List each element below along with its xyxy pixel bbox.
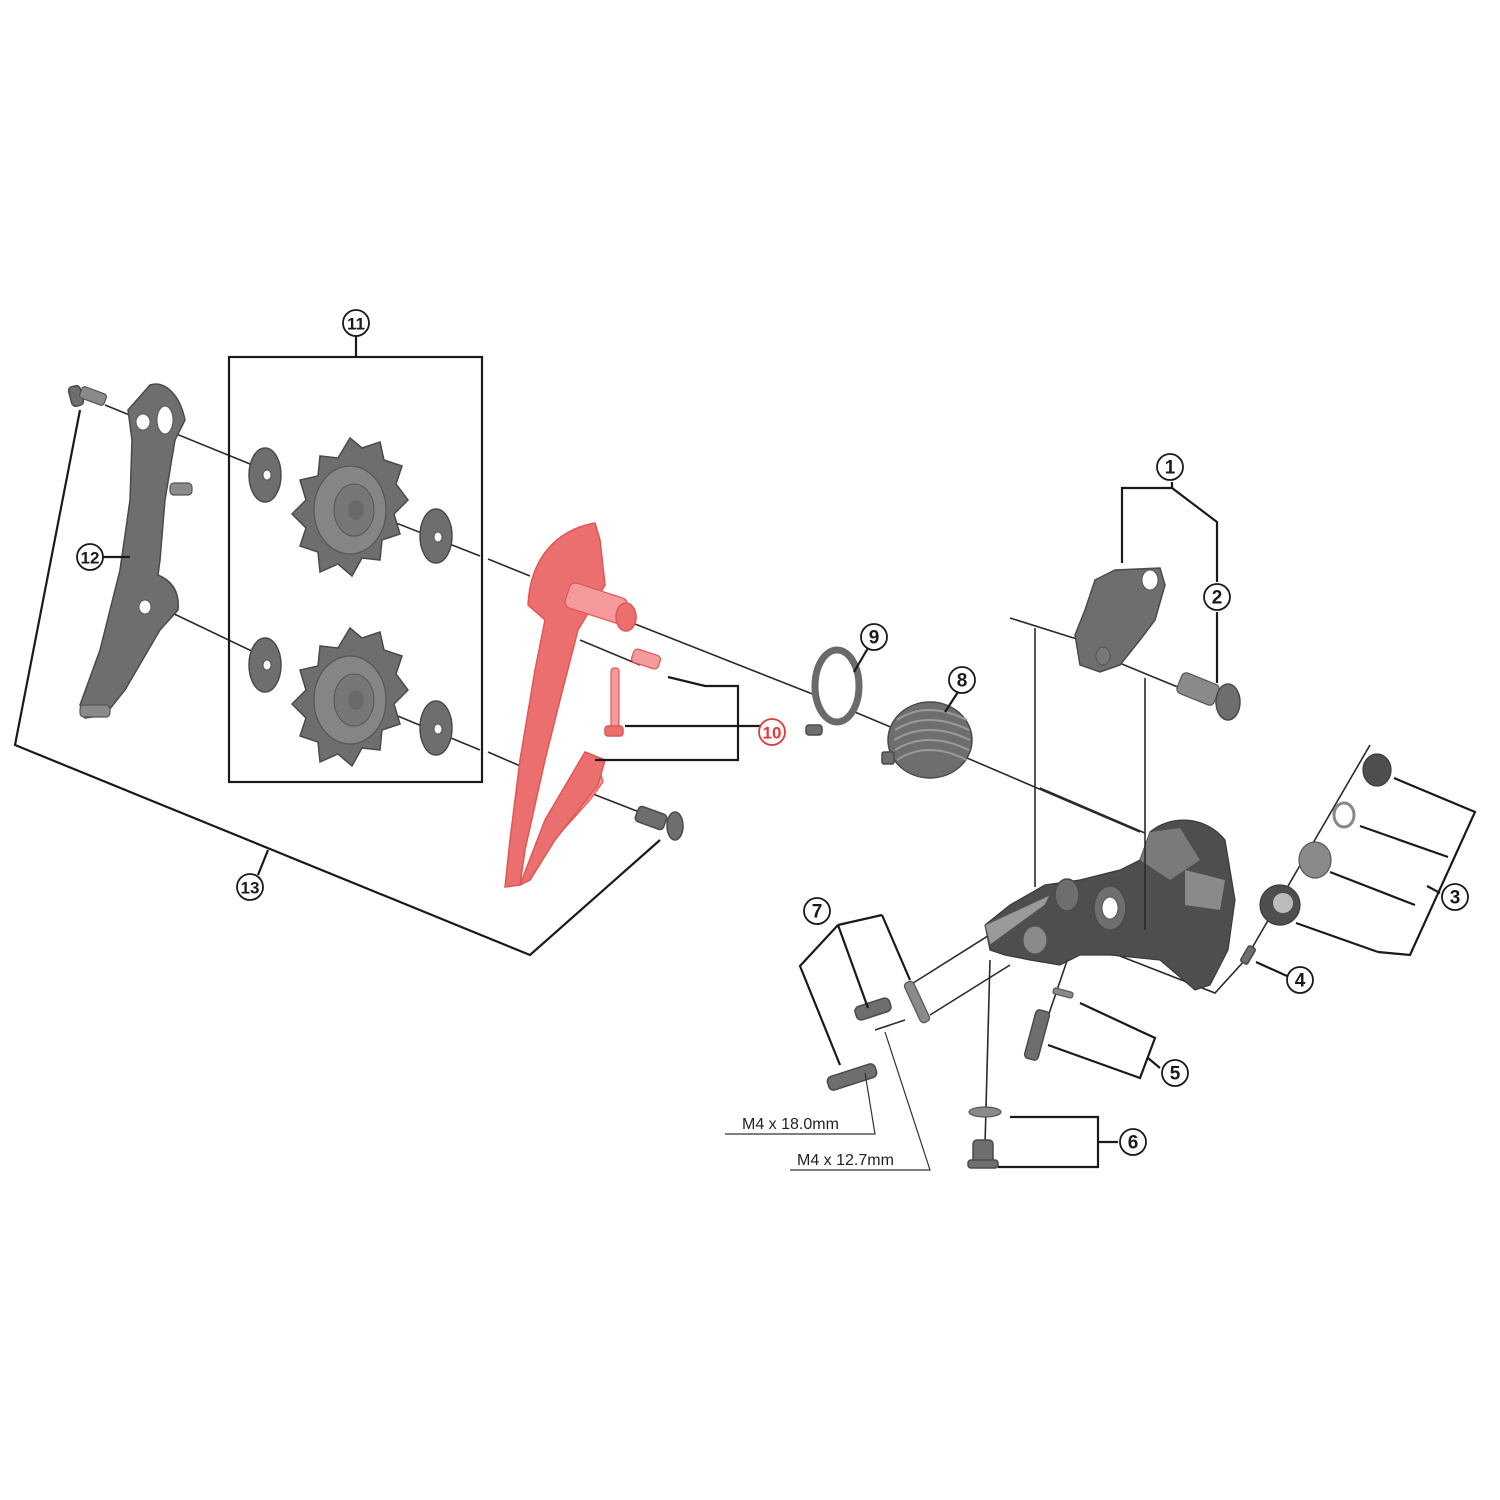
svg-text:13: 13 (241, 879, 260, 898)
svg-text:1: 1 (1165, 458, 1176, 479)
callout-3: 3 (1441, 883, 1469, 911)
svg-text:7: 7 (812, 902, 823, 923)
callout-8: 8 (948, 666, 976, 694)
dimension-label-m4-12-7: M4 x 12.7mm (797, 1152, 894, 1169)
callout-1: 1 (1156, 453, 1184, 481)
svg-text:10: 10 (763, 724, 782, 743)
svg-text:4: 4 (1295, 971, 1306, 992)
axis-lines (104, 404, 1371, 1146)
svg-text:2: 2 (1212, 588, 1223, 609)
derailleur-body (984, 819, 1236, 991)
callout-7: 7 (803, 897, 831, 925)
dimension-label-m4-18: M4 x 18.0mm (742, 1116, 839, 1133)
svg-text:5: 5 (1170, 1064, 1181, 1085)
svg-text:11: 11 (347, 315, 365, 334)
svg-text:6: 6 (1128, 1133, 1139, 1154)
b-tension-bolt-part-2 (1176, 672, 1241, 721)
callout-5: 5 (1161, 1059, 1189, 1087)
stopper-ring-part-9 (805, 646, 863, 736)
svg-text:12: 12 (81, 549, 100, 568)
svg-text:3: 3 (1450, 888, 1461, 909)
screws-part-7 (826, 980, 931, 1091)
callout-9: 9 (860, 623, 888, 651)
callout-6: 6 (1119, 1128, 1147, 1156)
callout-12: 12 (76, 543, 104, 571)
inner-plate-part-10 (504, 522, 662, 888)
cable-adjuster-part-3 (1259, 753, 1392, 926)
callout-4: 4 (1286, 966, 1314, 994)
svg-text:9: 9 (869, 628, 880, 649)
pulley-set-part-11 (227, 355, 484, 784)
callout-11: 11 (342, 309, 370, 337)
outer-plate-part-12 (79, 383, 193, 719)
callout-10: 10 (758, 718, 786, 746)
svg-text:8: 8 (957, 671, 968, 692)
plate-bolt-bottom (634, 805, 684, 841)
tension-spring-part-8 (881, 701, 973, 779)
b-link-part-1 (1074, 567, 1166, 673)
screw-part-6 (967, 1106, 1002, 1169)
callout-2: 2 (1203, 583, 1231, 611)
callout-13: 13 (236, 873, 264, 901)
cable-end-part-4 (1240, 945, 1256, 965)
screw-part-5 (1023, 987, 1074, 1061)
pulley-bolt-top (67, 384, 108, 408)
